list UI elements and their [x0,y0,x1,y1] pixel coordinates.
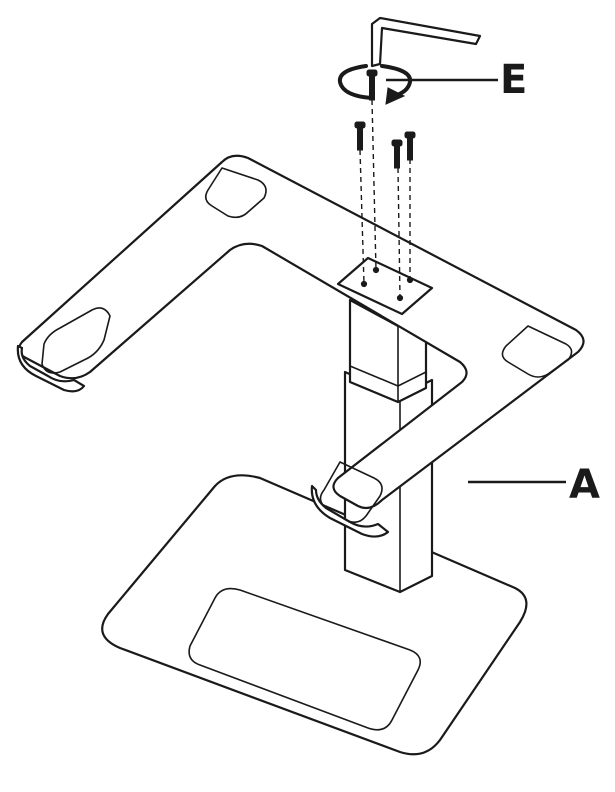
callout-label-e: E [500,57,528,103]
base-plate [101,474,528,756]
top-platform [16,154,585,538]
callout-label-a: A [569,462,600,508]
rotation-arrow-icon [337,64,413,105]
screws [354,69,416,169]
allen-key-icon [370,16,482,68]
screw-icon [404,131,416,161]
screw-hole [372,266,380,274]
screw-hole [360,280,368,288]
screw-icon [366,69,378,101]
screw-icon [354,121,366,151]
alignment-guides [359,99,411,299]
screw-icon [391,139,403,169]
